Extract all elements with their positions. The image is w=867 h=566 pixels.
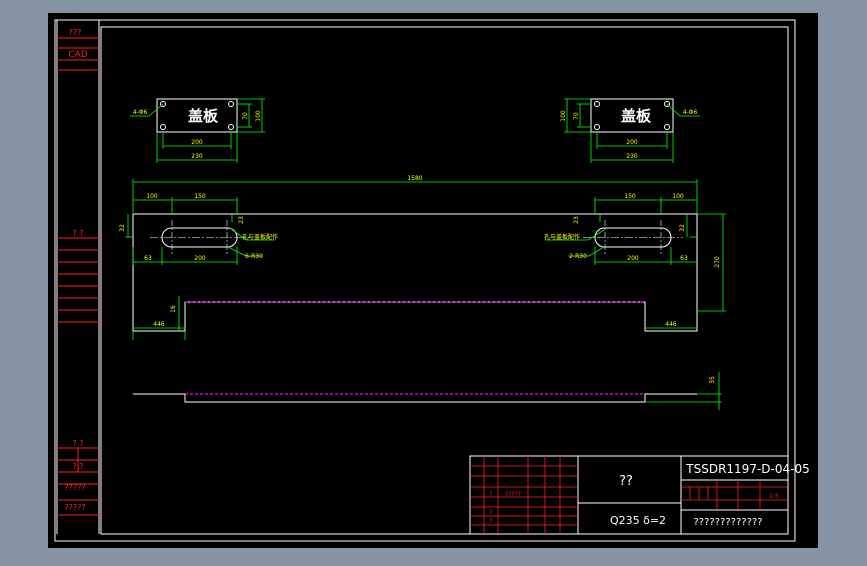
cover-left-dim-200: 200 — [191, 139, 203, 146]
tb-material: Q235 δ=2 — [610, 514, 666, 527]
side-label-3: ? ? — [72, 229, 83, 238]
cover-plate-right: 盖板 200 230 70 100 4-Φ6 — [560, 98, 700, 163]
side-panel: ??? CAD ? ? ? ? ? ? ????? ????? — [56, 20, 100, 534]
dim-right-63: 63 — [680, 255, 688, 262]
side-view: 35 — [133, 372, 722, 410]
cover-plate-right-title: 盖板 — [621, 107, 652, 125]
side-label-1: ??? — [69, 28, 82, 37]
dim-right-446: 446 — [665, 321, 677, 328]
dim-height-270: 270 — [714, 256, 721, 268]
cover-plate-left: 盖板 200 230 70 100 4-Φ6 — [130, 98, 265, 163]
side-label-6: ????? — [64, 483, 85, 492]
tb-weight-label: ????? — [505, 491, 521, 498]
drawing-paper — [48, 13, 818, 548]
outer-frame — [54, 19, 796, 542]
dim-right-23: 23 — [573, 216, 580, 224]
tb-part-name: ?? — [619, 474, 633, 489]
cover-right-dim-200: 200 — [626, 139, 638, 146]
dim-left-446: 446 — [153, 321, 165, 328]
tb-row-label-3: ? — [489, 518, 492, 525]
main-view: 1580 100 150 150 100 32 32 23 23 63 200 … — [119, 175, 726, 340]
dim-left-23: 23 — [238, 216, 245, 224]
cover-left-hole-note: 4-Φ6 — [133, 109, 148, 116]
dim-right-100: 100 — [672, 193, 684, 200]
dim-left-32: 32 — [119, 224, 126, 232]
side-label-4: ? ? — [72, 439, 83, 448]
cover-right-dim-230: 230 — [626, 153, 638, 160]
dim-left-63: 63 — [144, 255, 152, 262]
dim-left-150: 150 — [194, 193, 206, 200]
dim-overall-length: 1580 — [407, 175, 422, 182]
tb-scale: 1:5 — [769, 493, 779, 500]
tb-row-label-1: ? — [489, 491, 492, 498]
dim-left-200: 200 — [194, 255, 206, 262]
cover-right-dim-70: 70 — [573, 112, 580, 120]
tb-company: ????????????? — [694, 517, 763, 528]
inner-frame — [100, 26, 789, 535]
title-block: ? ????? ? ? ?? Q235 δ=2 TSSDR1197-D-04-0… — [469, 455, 810, 535]
cover-left-dim-230: 230 — [191, 153, 203, 160]
side-label-2: CAD — [68, 50, 87, 60]
cover-left-dim-70: 70 — [242, 112, 249, 120]
dim-right-32: 32 — [679, 224, 686, 232]
hole-left: 6-R30 — [245, 253, 263, 260]
dim-left-100: 100 — [146, 193, 158, 200]
side-label-5: ? ? — [72, 462, 83, 471]
dim-right-150: 150 — [624, 193, 636, 200]
note-right: 孔与盖板配作 — [544, 233, 580, 241]
side-label-7: ????? — [64, 503, 85, 512]
tb-drawing-number: TSSDR1197-D-04-05 — [685, 462, 809, 476]
dim-step-16: 16 — [170, 305, 177, 313]
cover-left-dim-100: 100 — [255, 110, 262, 122]
dim-right-200: 200 — [627, 255, 639, 262]
dim-thickness: 35 — [709, 376, 716, 384]
cover-right-hole-note: 4-Φ6 — [683, 109, 698, 116]
note-left: 孔与盖板配作 — [242, 233, 278, 241]
cover-plate-left-title: 盖板 — [188, 107, 219, 125]
cover-right-dim-100: 100 — [560, 110, 567, 122]
hole-right: 2-R30 — [569, 253, 587, 260]
tb-row-label-2: ? — [489, 509, 492, 516]
